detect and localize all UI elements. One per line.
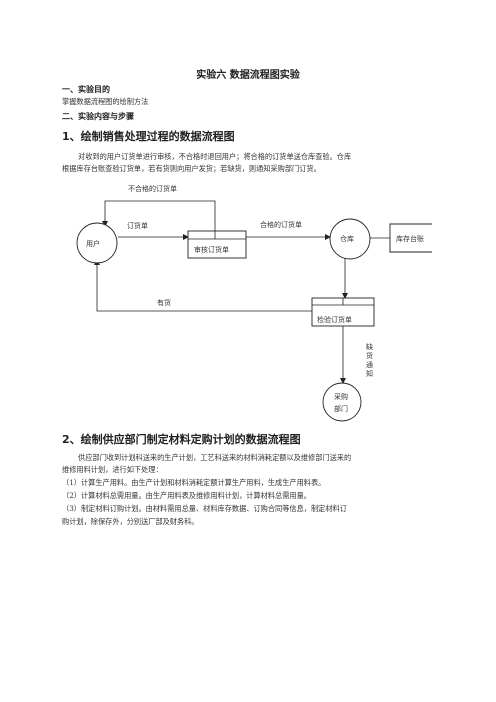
part2-desc-line1: 供应部门收到计划科送来的生产计划，工艺科送来的材料消耗定额以及维修部门送来的	[78, 453, 352, 462]
ledger-label: 库存台账	[396, 234, 424, 243]
flow-shortage-label-4: 知	[366, 369, 373, 378]
section-heading-steps: 二、实验内容与步骤	[62, 112, 134, 121]
flow-qualified-label: 合格的订货单	[260, 220, 302, 229]
flow-shortage-label-1: 缺	[366, 342, 373, 351]
flow-shortage-label-2: 货	[366, 351, 373, 360]
part2-heading: 2、绘制供应部门制定材料定购计划的数据流程图	[62, 433, 301, 446]
section-heading-purpose: 一、实验目的	[62, 85, 110, 94]
part2-step3: （3）制定材料订购计划。由材料需用总量、材料库存数据、订购合同等信息，制定材料订	[62, 504, 347, 513]
flow-instock-line	[94, 259, 312, 312]
part2-desc-line2: 维修用料计划，进行如下处理：	[62, 465, 163, 474]
page-title: 实验六 数据流程图实验	[196, 70, 300, 81]
part2-step3-cont: 购计划，除保存外，分别送厂部及财务科。	[62, 517, 199, 526]
part1-desc-line1: 对收到的用户订货单进行审核，不合格时退回用户；将合格的订货单送仓库查验。仓库	[78, 152, 352, 161]
purpose-text: 掌握数据流程图的绘制方法	[62, 97, 149, 106]
check-process: 检验订货单	[311, 297, 375, 327]
flow-shortage-label-3: 通	[366, 360, 373, 369]
flow-instock-label: 有货	[157, 298, 171, 307]
part2-step1: （1）计算生产用料。由生产计划和材料消耗定额计算生产用料，生成生产用料表。	[62, 478, 326, 487]
purchase-label-2: 部门	[334, 404, 348, 413]
part2-step2: （2）计算材料总需用量。由生产用料表及维修用料计划，计算材料总需用量。	[62, 491, 311, 500]
purchase-label-1: 采购	[334, 392, 348, 401]
check-label: 检验订货单	[317, 315, 352, 324]
flow-order-label: 订货单	[127, 221, 148, 230]
ledger-datastore: 库存台账	[389, 223, 432, 253]
review-process: 审核订货单	[187, 230, 247, 259]
warehouse-entity	[329, 218, 371, 260]
user-entity	[76, 222, 118, 264]
purchase-entity	[322, 382, 362, 422]
review-label: 审核订货单	[194, 245, 229, 254]
flow-rejected-label: 不合格的订货单	[128, 184, 177, 193]
warehouse-label: 仓库	[340, 234, 354, 243]
flow-rejected-line	[102, 200, 216, 231]
part1-desc-line2: 根据库存台账查验订货单，若有货则向用户发货；若缺货，则通知采购部门订货。	[62, 164, 321, 173]
user-label: 用户	[86, 239, 100, 248]
part1-heading: 1、绘制销售处理过程的数据流程图	[62, 130, 235, 143]
